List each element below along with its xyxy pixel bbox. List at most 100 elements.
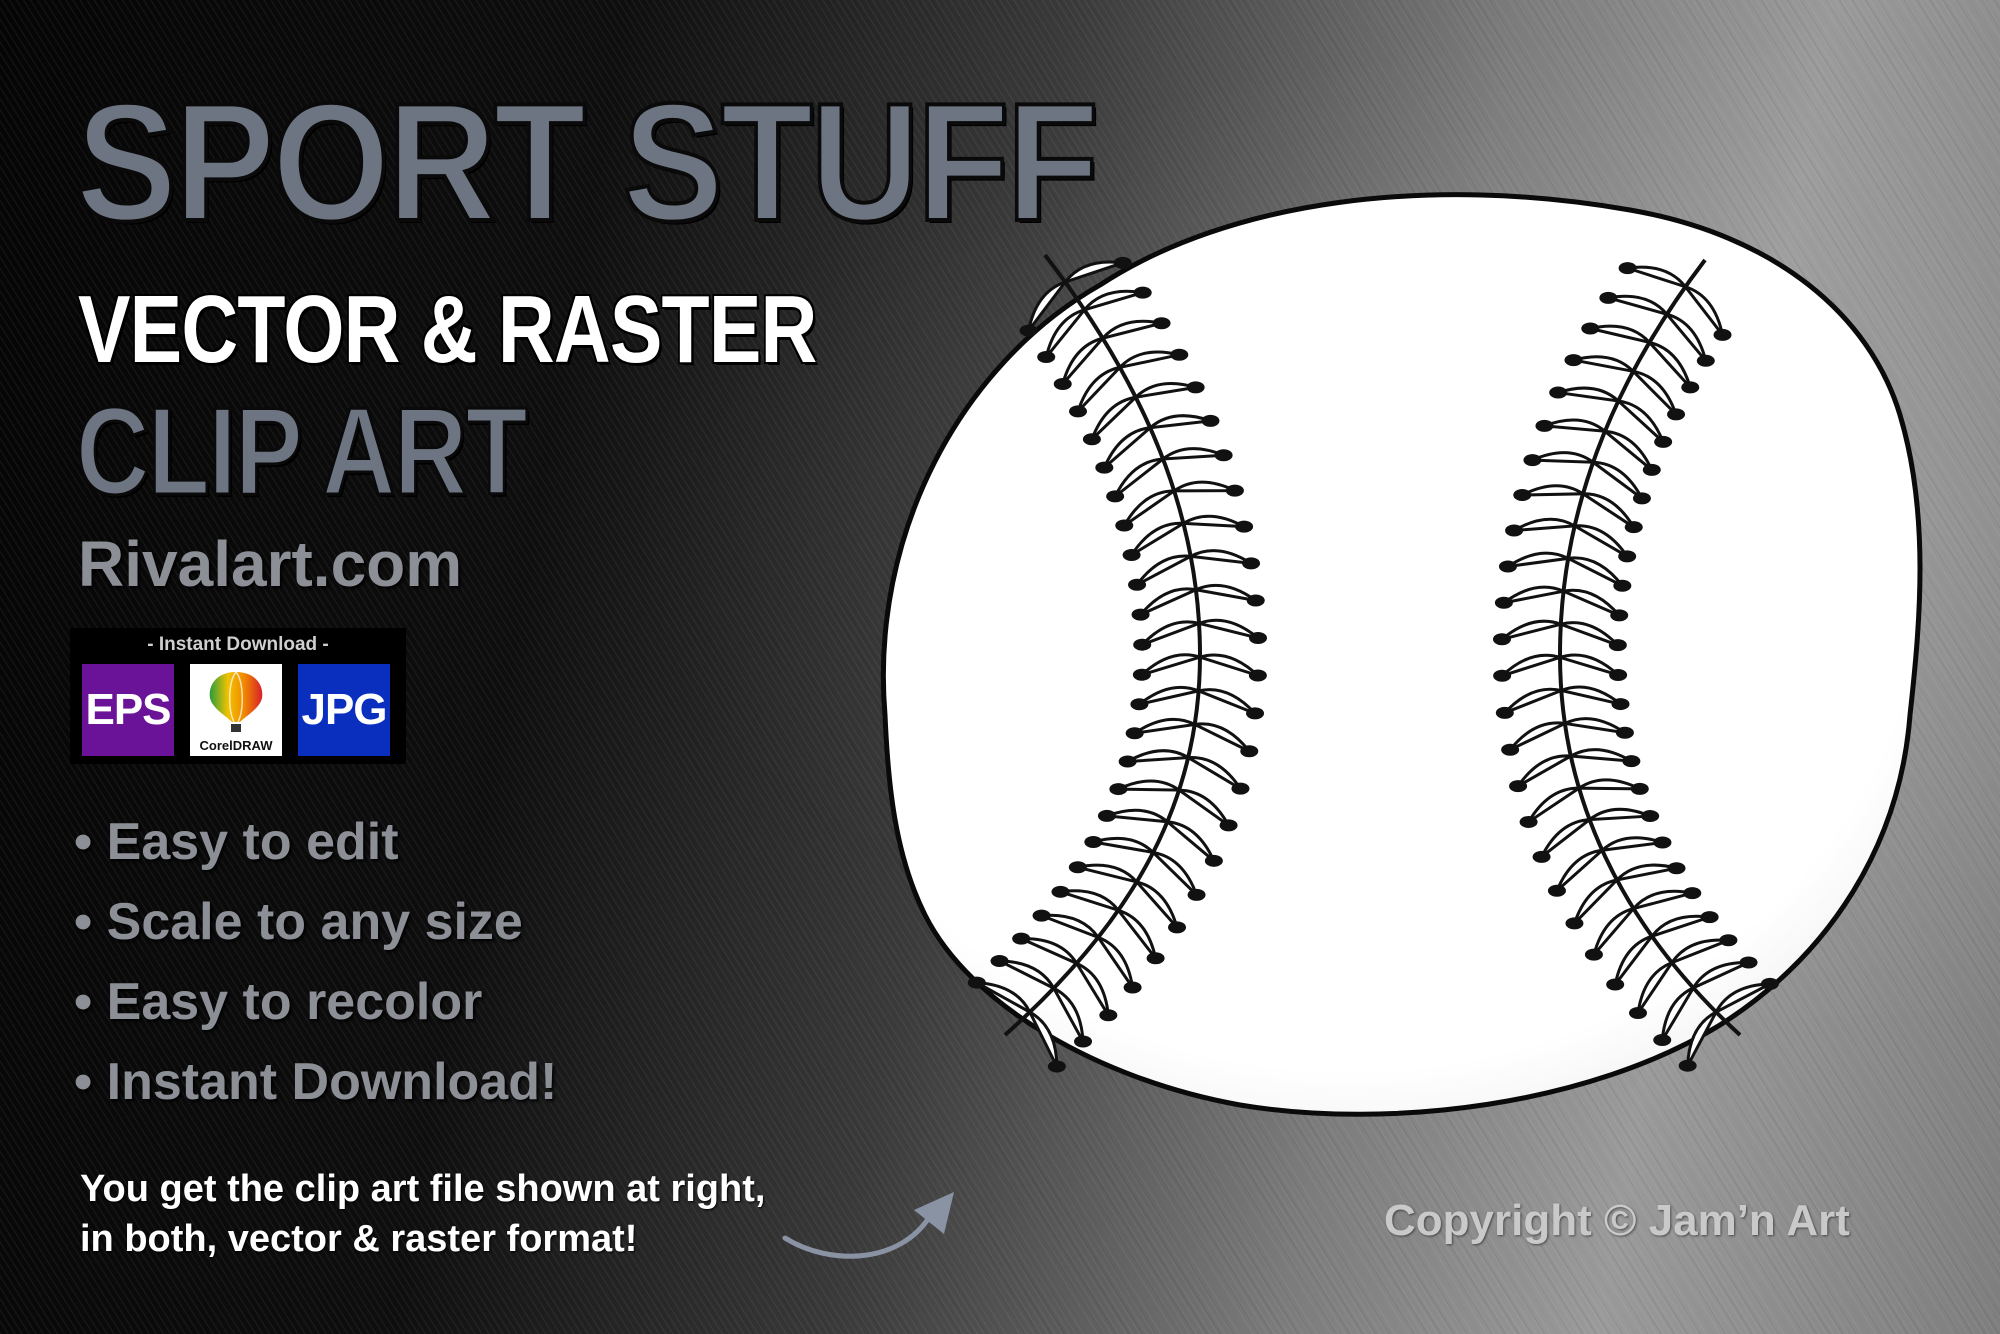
stitch-tip (1700, 911, 1719, 924)
stitch-tip (1565, 917, 1584, 930)
copyright-notice: Copyright © Jam’n Art (1384, 1196, 1850, 1245)
stitch-tip (1498, 560, 1517, 573)
stitch-tip (1132, 668, 1151, 681)
stitch-tip (1125, 727, 1144, 740)
jpg-label: JPG (301, 685, 387, 734)
stitch-tip (1532, 850, 1551, 863)
stitch-tip (1624, 521, 1643, 534)
coreldraw-label: CorelDRAW (199, 738, 273, 753)
stitch-tip (1019, 324, 1038, 337)
stitch-tip (1214, 449, 1233, 462)
feature-list: • Easy to edit • Scale to any size • Eas… (74, 802, 557, 1122)
stitch-tip (1128, 578, 1147, 591)
stitch-tip (1654, 435, 1673, 448)
stitch-tip (1641, 810, 1660, 823)
stitches-left (967, 256, 1268, 1073)
stitch-tip (1047, 1060, 1066, 1073)
stitch-tip (1084, 835, 1103, 848)
stitch-tip (1564, 354, 1583, 367)
format-badges: - Instant Download - EPS CorelDRAW JPG (70, 628, 406, 764)
delivery-note-line: You get the clip art file shown at right… (80, 1168, 766, 1210)
stitch-tip (1667, 408, 1686, 421)
stitch-tip (1493, 669, 1512, 682)
stitch-tip (1146, 952, 1165, 965)
stitch-tip (1678, 1059, 1697, 1072)
stitch-tip (1106, 490, 1125, 503)
stitch-tip (1494, 596, 1513, 609)
stitch-tip (1610, 609, 1629, 622)
stitch-tip (1186, 381, 1205, 394)
stitch-tip (1713, 328, 1732, 341)
stitch-tip (1097, 809, 1116, 822)
stitch-tip (1653, 1034, 1672, 1047)
stitch-tip (967, 976, 986, 989)
eps-label: EPS (85, 685, 171, 734)
stitch-tip (1719, 934, 1738, 947)
stitch-tip (1053, 377, 1072, 390)
stitch-tip (1069, 405, 1088, 418)
stitch-tip (1246, 707, 1265, 720)
stitch-tip (1095, 461, 1114, 474)
stitch-tip (1249, 631, 1268, 644)
stitch-tip (1681, 381, 1700, 394)
seam-right (1557, 258, 1742, 1037)
stitch-tip (1123, 981, 1142, 994)
stitch-tip (1037, 351, 1056, 364)
stitch-tip (1492, 633, 1511, 646)
jpg-badge: JPG (298, 664, 390, 756)
stitch-tip (1611, 698, 1630, 711)
eps-badge: EPS (82, 664, 174, 756)
stitch-tip (1613, 579, 1632, 592)
stitch-tip (1032, 909, 1051, 922)
stitch-tip (1615, 726, 1634, 739)
stitch-tip (1131, 608, 1150, 621)
stitch-tip (1653, 836, 1672, 849)
stitch-tip (1152, 317, 1171, 330)
stitch-tip (1225, 484, 1244, 497)
baseball-icon (880, 192, 1923, 1117)
stitch-tip (1204, 854, 1223, 867)
stitch-tip (1130, 698, 1149, 711)
stitch-tip (1609, 668, 1628, 681)
stitch-tip (1519, 815, 1538, 828)
stitch-tip (1240, 745, 1259, 758)
stitch-tip (1495, 706, 1514, 719)
stitch-tip (1696, 354, 1715, 367)
stitch-tip (1231, 782, 1250, 795)
stitch-tip (1012, 932, 1031, 945)
stitch-tip (1739, 956, 1758, 969)
stitch-tip (1122, 548, 1141, 561)
stitch-tip (1630, 782, 1649, 795)
stitch-tip (1760, 977, 1779, 990)
stitch-tip (1168, 921, 1187, 934)
stitch-tip (1235, 520, 1254, 533)
stitch-tip (1505, 524, 1524, 537)
stitch-tip (1201, 414, 1220, 427)
stitch-tip (1618, 262, 1637, 275)
stitch-tip (990, 954, 1009, 967)
stitch-tip (1549, 386, 1568, 399)
stitch-tip (1068, 861, 1087, 874)
curved-arrow-icon (782, 1192, 954, 1259)
stitch-tip (1622, 755, 1641, 768)
title-subtitle: VECTOR & RASTER (78, 276, 817, 383)
delivery-note: You get the clip art file shown at right… (80, 1164, 765, 1264)
stitch-tip (1115, 519, 1134, 532)
stitch-tip (1242, 557, 1261, 570)
stitch-tip (1248, 669, 1267, 682)
stitch-tip (1246, 594, 1265, 607)
stitch-tip (1109, 783, 1128, 796)
stitch-tip (1584, 948, 1603, 961)
seam-left (1003, 253, 1203, 1037)
stitch-tip (1667, 862, 1686, 875)
stitch-tip (1581, 322, 1600, 335)
feature-item: • Instant Download! (74, 1053, 558, 1111)
stitch-tip (1608, 639, 1627, 652)
stitch-tip (1632, 492, 1651, 505)
stitch-tip (1113, 256, 1132, 269)
stitch-tip (1133, 638, 1152, 651)
stitch-tip (1523, 454, 1542, 467)
title-clip-art: CLIP ART (75, 383, 529, 521)
site-link[interactable]: Rivalart.com (78, 528, 463, 600)
stitch-tip (1170, 348, 1189, 361)
